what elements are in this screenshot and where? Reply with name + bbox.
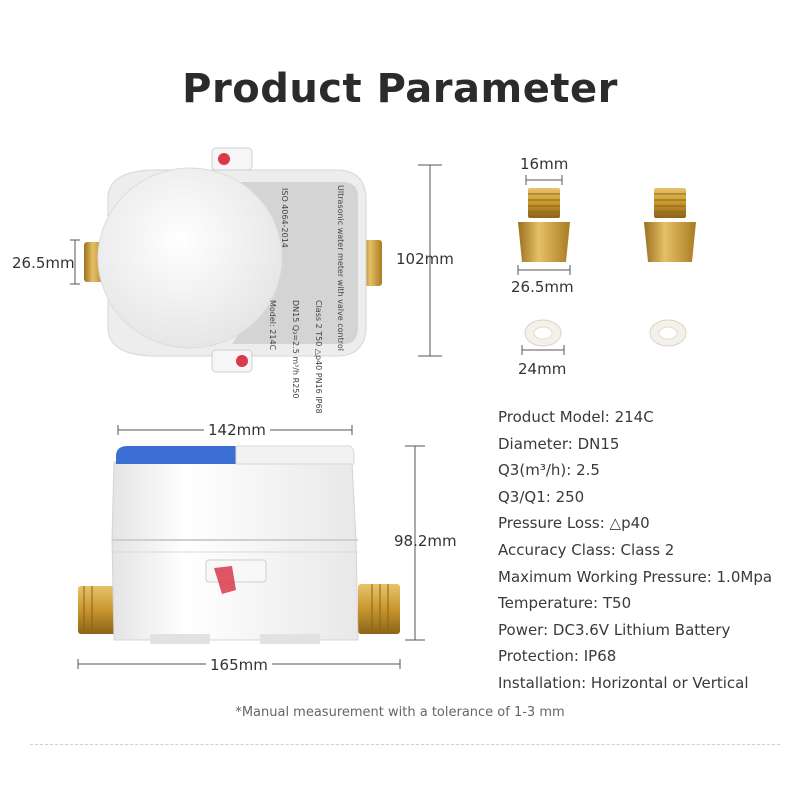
spec-max-working-pressure: Maximum Working Pressure: 1.0Mpa — [498, 567, 773, 586]
spec-accuracy-class: Accuracy Class: Class 2 — [498, 540, 675, 559]
dim-side-height: 98.2mm — [394, 532, 457, 550]
label-line-4: Class 2 T50 △p40 PN16 IP68 — [314, 300, 323, 414]
spec-protection: Protection: IP68 — [498, 647, 617, 666]
label-line-1: ISO 4064-2014 — [280, 188, 289, 248]
side-view-meter — [78, 445, 400, 644]
label-line-2: Model: 214C — [268, 300, 277, 351]
spec-q3-q1: Q3/Q1: 250 — [498, 487, 585, 506]
fitting-dimension-lines — [517, 175, 571, 355]
tolerance-note: *Manual measurement with a tolerance of … — [235, 705, 565, 720]
spec-pressure-loss: Pressure Loss: △p40 — [498, 514, 650, 533]
page-title: Product Parameter — [182, 66, 618, 112]
top-view-dimension-lines — [70, 164, 442, 357]
dashed-divider — [30, 744, 780, 745]
spec-power: Power: DC3.6V Lithium Battery — [498, 620, 731, 639]
dim-fitting-width: 26.5mm — [511, 278, 574, 296]
dim-washer: 24mm — [518, 360, 567, 378]
brass-fitting-right — [644, 188, 696, 262]
label-line-5: Ultrasonic water meter with valve contro… — [336, 185, 345, 351]
dim-overall-length: 165mm — [206, 656, 272, 674]
dim-top-inlet: 26.5mm — [12, 254, 75, 272]
washer-left — [524, 319, 562, 347]
dim-top-width: 102mm — [396, 250, 454, 268]
spec-temperature: Temperature: T50 — [498, 594, 632, 613]
top-view-meter — [84, 147, 382, 373]
dim-side-length: 142mm — [204, 421, 270, 439]
label-plate-text: ISO 4064-2014 Model: 214C DN15 Q₃=2.5 m³… — [268, 185, 345, 414]
dim-fitting-thread: 16mm — [520, 155, 569, 173]
spec-q3: Q3(m³/h): 2.5 — [498, 461, 600, 480]
brass-fitting-left — [518, 188, 570, 262]
washer-right — [649, 319, 687, 347]
spec-product-model: Product Model: 214C — [498, 408, 654, 426]
spec-installation: Installation: Horizontal or Vertical — [498, 673, 749, 692]
label-line-3: DN15 Q₃=2.5 m³/h R250 — [291, 300, 300, 398]
spec-diameter: Diameter: DN15 — [498, 434, 620, 453]
spec-list: Product Model: 214C Diameter: DN15 Q3(m³… — [498, 404, 772, 697]
